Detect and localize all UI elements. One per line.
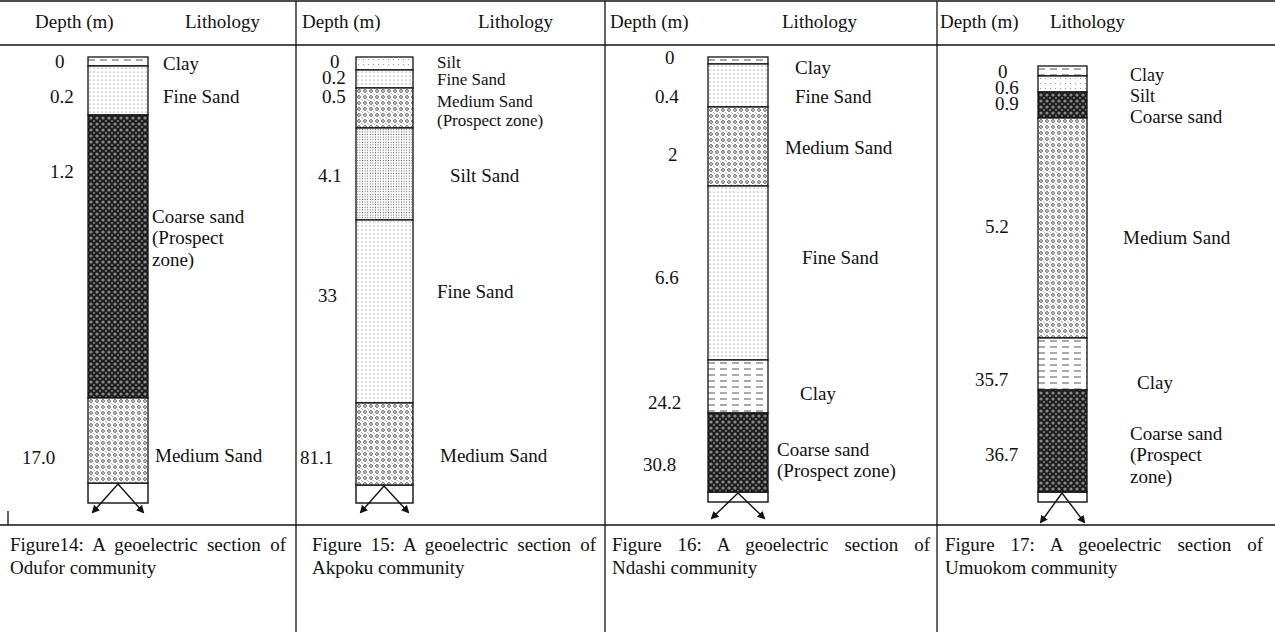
strata-band: Fine Sand — [356, 70, 413, 88]
strata-band: Clay — [708, 57, 768, 64]
strata-fill — [708, 413, 770, 494]
lithology-label: Medium Sand — [440, 445, 547, 466]
lithology-label: Medium Sand — [155, 445, 262, 466]
lithology-label: Fine Sand — [802, 247, 879, 268]
depth-value: 5.2 — [985, 216, 1009, 239]
strata-band: Coarse sand (Prospect zone) — [1038, 390, 1087, 492]
column-header: Depth (m) — [35, 11, 114, 34]
strata-band: Clay — [1038, 338, 1087, 390]
column-header: Depth (m) — [610, 11, 689, 34]
strata-fill — [356, 403, 415, 487]
depth-value: 1.2 — [50, 161, 74, 184]
column-header: Lithology — [782, 11, 857, 34]
strata-band: Silt Sand — [356, 128, 413, 220]
depth-value: 6.6 — [655, 267, 679, 290]
strata-fill — [1038, 76, 1089, 94]
column-header: Depth (m) — [302, 11, 381, 34]
strata-band: Fine Sand — [708, 186, 768, 360]
strata-band: Medium Sand — [356, 403, 413, 485]
strata-fill — [1038, 338, 1089, 392]
strata-band: Clay — [88, 57, 148, 66]
lithology-label: Medium Sand — [1123, 227, 1230, 248]
strata-band: Coarse sand (Prospect zone) — [708, 413, 768, 492]
strata-band: Fine Sand — [708, 64, 768, 107]
depth-value: 0 — [665, 47, 675, 70]
lithology-label: Silt — [437, 53, 461, 72]
lithology-label: Silt Sand — [450, 165, 519, 186]
strata-band: Clay — [1038, 66, 1087, 76]
strata-band: Medium Sand — [708, 107, 768, 186]
lithology-label: Silt — [1130, 86, 1155, 106]
strata-fill — [356, 128, 415, 222]
strata-fill — [88, 115, 150, 400]
strata-fill — [708, 64, 770, 109]
strata-fill — [356, 88, 415, 130]
lithology-label: Coarse sand (Prospect zone) — [777, 439, 922, 482]
strata-fill — [1038, 118, 1089, 340]
depth-value: 30.8 — [643, 454, 676, 477]
strata-fill — [708, 186, 770, 362]
lithology-label: Coarse sand (Prospect zone) — [1130, 423, 1242, 487]
depth-value: 0 — [55, 51, 65, 74]
depth-value: 36.7 — [985, 444, 1018, 467]
lithology-label: Medium Sand — [785, 137, 892, 158]
strata-fill — [356, 220, 415, 405]
column-header: Lithology — [478, 11, 553, 34]
depth-value: 0.2 — [50, 86, 74, 109]
strata-band: Fine Sand — [88, 66, 148, 115]
strata-band: Coarse sand — [1038, 92, 1087, 118]
figure-caption: Figure 15: A geoelectric section of Akpo… — [312, 533, 596, 579]
lithology-label: Fine Sand — [437, 70, 505, 89]
lithology-label: Fine Sand — [795, 86, 872, 107]
strata-band: Fine Sand — [356, 220, 413, 403]
strata-fill — [88, 398, 150, 485]
depth-value: 2 — [668, 144, 678, 167]
column-header: Lithology — [185, 11, 260, 34]
strata-band: Medium Sand — [1038, 118, 1087, 338]
strata-fill — [1038, 92, 1089, 120]
depth-value: 81.1 — [300, 447, 333, 470]
figure-caption: Figure 17: A geoelectric section of Umuo… — [945, 533, 1263, 579]
depth-value: 0.4 — [655, 86, 679, 109]
figure-caption: Figure 16: A geoelectric section of Ndas… — [612, 533, 930, 579]
strata-fill — [356, 70, 415, 90]
lithology-label: Coarse sand — [1130, 106, 1222, 127]
lithology-label: Clay — [163, 53, 199, 74]
lithology-label: Clay — [795, 57, 831, 78]
column-header: Lithology — [1050, 11, 1125, 34]
lithology-label: Coarse sand (Prospect zone) — [152, 206, 260, 270]
depth-value: 0.9 — [995, 93, 1019, 116]
figure-caption: Figure14: A geoelectric section of Odufo… — [10, 533, 286, 579]
strata-fill — [708, 360, 770, 415]
strata-band: Silt — [1038, 76, 1087, 92]
depth-value: 35.7 — [975, 369, 1008, 392]
lithology-label: Clay — [1137, 372, 1173, 393]
strata-fill — [708, 107, 770, 188]
depth-value: 24.2 — [648, 392, 681, 415]
strata-band: Clay — [708, 360, 768, 413]
lithology-label: Fine Sand — [437, 281, 514, 302]
bottom-arrows — [88, 483, 1087, 522]
depth-value: 4.1 — [318, 165, 342, 188]
lithology-label: Clay — [800, 383, 836, 404]
strata-band: Medium Sand (Prospect zone) — [356, 88, 413, 128]
strata-band: Silt — [356, 57, 413, 70]
strata-band: Coarse sand (Prospect zone) — [88, 115, 148, 398]
lithology-label: Clay — [1130, 65, 1164, 85]
strata-band: Medium Sand — [88, 398, 148, 483]
strata-fill — [1038, 390, 1089, 494]
column-header: Depth (m) — [940, 11, 1019, 34]
depth-value: 17.0 — [22, 447, 55, 470]
lithology-label: Fine Sand — [163, 86, 240, 107]
strata-fill — [88, 66, 150, 117]
lithology-label: Medium Sand (Prospect zone) — [437, 92, 577, 130]
depth-value: 33 — [318, 285, 337, 308]
depth-value: 0.5 — [322, 86, 346, 109]
